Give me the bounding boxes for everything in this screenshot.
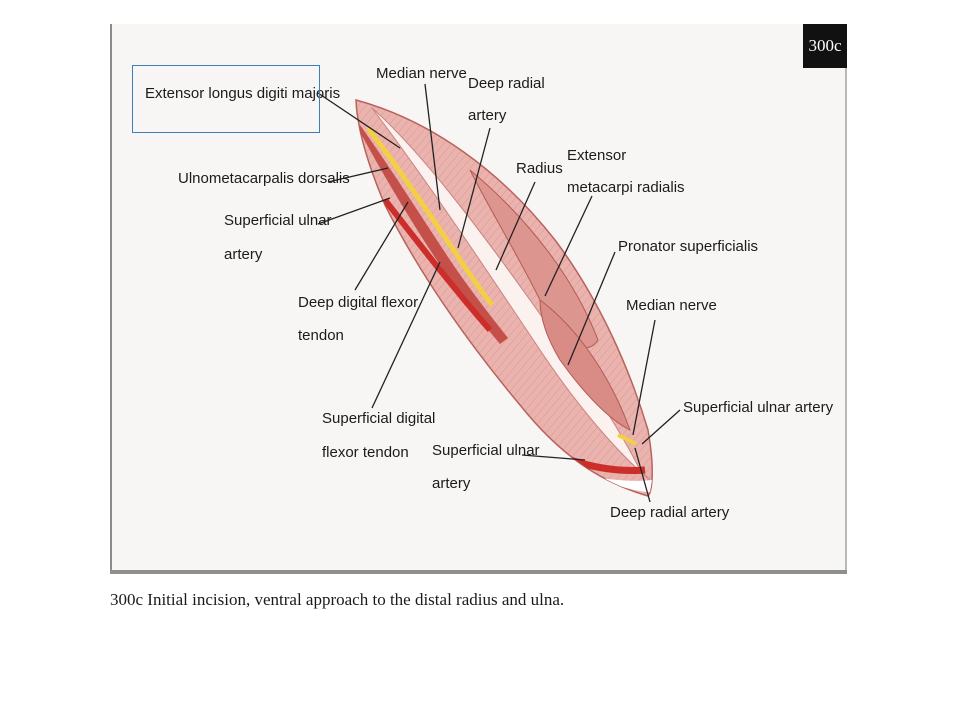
leader-ext-metacarpi (544, 195, 593, 297)
label-deep-radial-top-2: artery (468, 107, 507, 124)
highlight-box (132, 65, 320, 133)
label-ext-metacarpi-2: metacarpi radialis (567, 179, 685, 196)
leader-sup-ulnar-right (641, 409, 681, 445)
figure-number-badge: 300c (803, 24, 847, 68)
leader-deep-radial-top (457, 127, 491, 249)
label-sup-ulnar-left-2: artery (224, 246, 263, 263)
leader-ulnometacarpalis (327, 167, 389, 183)
label-median-nerve-right: Median nerve (626, 297, 717, 314)
label-sup-ulnar-right: Superficial ulnar artery (683, 399, 834, 416)
leader-radius (495, 181, 536, 271)
leader-pronator (567, 251, 616, 366)
label-sup-ulnar-left-1: Superficial ulnar (224, 212, 332, 229)
leader-sup-ulnar-bottom (521, 454, 586, 461)
label-ulnometacarpalis: Ulnometacarpalis dorsalis (178, 170, 350, 187)
label-pronator: Pronator superficialis (618, 238, 758, 255)
label-sup-ulnar-bottom-2: artery (432, 475, 471, 492)
label-deep-radial-bottom: Deep radial artery (610, 504, 730, 521)
label-extensor-longus: Extensor longus digiti majoris (145, 85, 340, 102)
median-nerve (366, 126, 494, 307)
label-median-nerve-top: Median nerve (376, 65, 467, 82)
label-sup-digital-1: Superficial digital (322, 410, 435, 427)
leader-sup-ulnar-left (317, 197, 391, 225)
label-deep-digital-2: tendon (298, 327, 344, 344)
leader-median-nerve-right (632, 319, 656, 436)
label-deep-digital-1: Deep digital flexor (298, 294, 418, 311)
label-sup-ulnar-bottom-1: Superficial ulnar (432, 442, 540, 459)
leader-sup-digital (371, 261, 441, 409)
bottom-rule (110, 570, 847, 574)
pronator-muscle (539, 298, 631, 432)
leader-median-nerve-top (424, 83, 441, 211)
leader-deep-radial-bottom (634, 447, 651, 503)
label-sup-digital-2: flexor tendon (322, 444, 409, 461)
distal-nerve (617, 433, 637, 446)
figure-caption: 300c Initial incision, ventral approach … (110, 590, 565, 609)
ulnometacarpalis-band (360, 125, 508, 344)
leader-extensor-longus (317, 92, 401, 149)
label-ext-metacarpi-1: Extensor (567, 147, 626, 164)
leader-deep-digital (354, 201, 409, 291)
label-deep-radial-top-1: Deep radial (468, 75, 545, 92)
distal-gap (600, 478, 652, 492)
label-radius: Radius (516, 160, 563, 177)
